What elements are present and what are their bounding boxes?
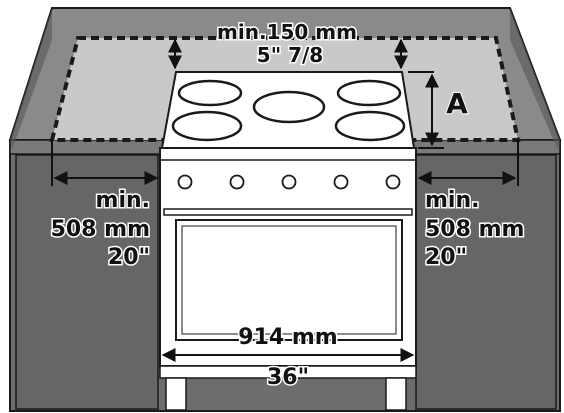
width-inch-label: 36": [267, 365, 309, 390]
right-side-panel: [510, 8, 560, 150]
burner-icon: [177, 79, 243, 107]
stove-leg-left: [165, 377, 187, 411]
right-min-label: min.: [425, 188, 479, 213]
right-inch-label: 20": [425, 245, 467, 270]
oven-door: [175, 219, 403, 341]
stove-leg-right: [385, 377, 407, 411]
burner-icon: [334, 110, 406, 142]
height-a-label: A: [446, 87, 468, 120]
burner-icon: [336, 79, 402, 107]
knob-icon: [229, 174, 245, 190]
oven-handle: [163, 208, 413, 216]
plinth: [159, 365, 417, 379]
right-cabinet-door: [415, 154, 557, 410]
burner-icon: [252, 90, 326, 124]
knob-icon: [177, 174, 193, 190]
top-clearance-inch-label: 5" 7/8: [257, 43, 323, 67]
left-side-panel: [10, 8, 52, 150]
knob-icon: [281, 174, 297, 190]
right-mm-label: 508 mm: [425, 217, 524, 242]
width-mm-label: 914 mm: [238, 325, 337, 350]
left-inch-label: 20": [108, 245, 150, 270]
hob-burners: [171, 79, 406, 142]
knob-icon: [385, 174, 401, 190]
oven-window: [181, 225, 397, 335]
burner-icon: [171, 110, 243, 142]
left-cabinet-door: [15, 154, 159, 410]
top-clearance-label: min.150 mm: [217, 20, 357, 44]
left-min-label: min.: [96, 188, 150, 213]
left-mm-label: 508 mm: [51, 217, 150, 242]
control-knobs: [177, 174, 401, 190]
knob-icon: [333, 174, 349, 190]
